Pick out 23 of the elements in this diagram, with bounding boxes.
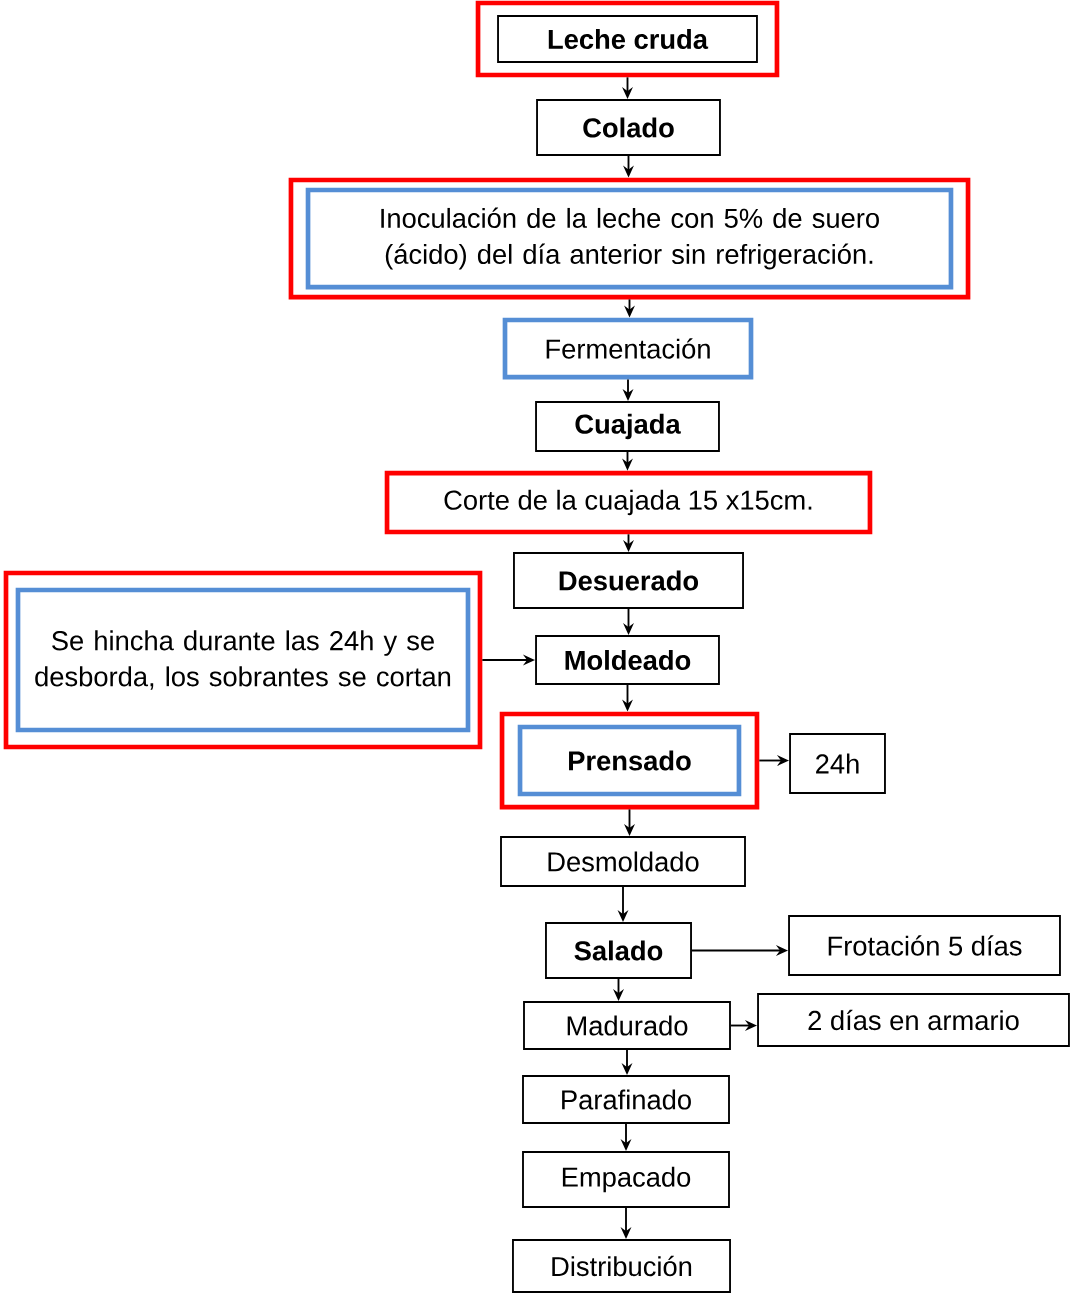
process-box: Moldeado — [535, 635, 720, 685]
highlight-frame — [475, 0, 780, 78]
process-box: Salado — [545, 922, 692, 979]
process-box: Parafinado — [522, 1075, 730, 1124]
process-box: Leche cruda — [497, 15, 758, 63]
process-box: Cuajada — [535, 401, 720, 452]
process-box: Distribución — [512, 1239, 731, 1293]
highlight-frame — [288, 177, 971, 300]
process-box: Desmoldado — [500, 836, 746, 887]
process-box: Frotación 5 días — [788, 915, 1061, 976]
process-box: Corte de la cuajada 15 x15cm. — [384, 470, 873, 535]
process-box: 2 días en armario — [757, 993, 1070, 1047]
process-box: Prensado — [517, 724, 742, 797]
process-box: Madurado — [523, 1001, 731, 1050]
process-box: Desuerado — [513, 552, 744, 609]
highlight-frame — [3, 570, 483, 750]
process-box: 24h — [789, 733, 886, 794]
process-box: Colado — [536, 99, 721, 156]
process-box: Se hincha durante las 24h y se desborda, los sobrantes se cortan — [15, 587, 471, 733]
process-box: Fermentación — [502, 317, 754, 380]
process-box: Inoculación de la leche con 5% de suero (ácido) del día anterior sin refrigeración. — [305, 187, 954, 290]
highlight-frame — [499, 711, 760, 810]
process-box: Empacado — [522, 1151, 730, 1208]
